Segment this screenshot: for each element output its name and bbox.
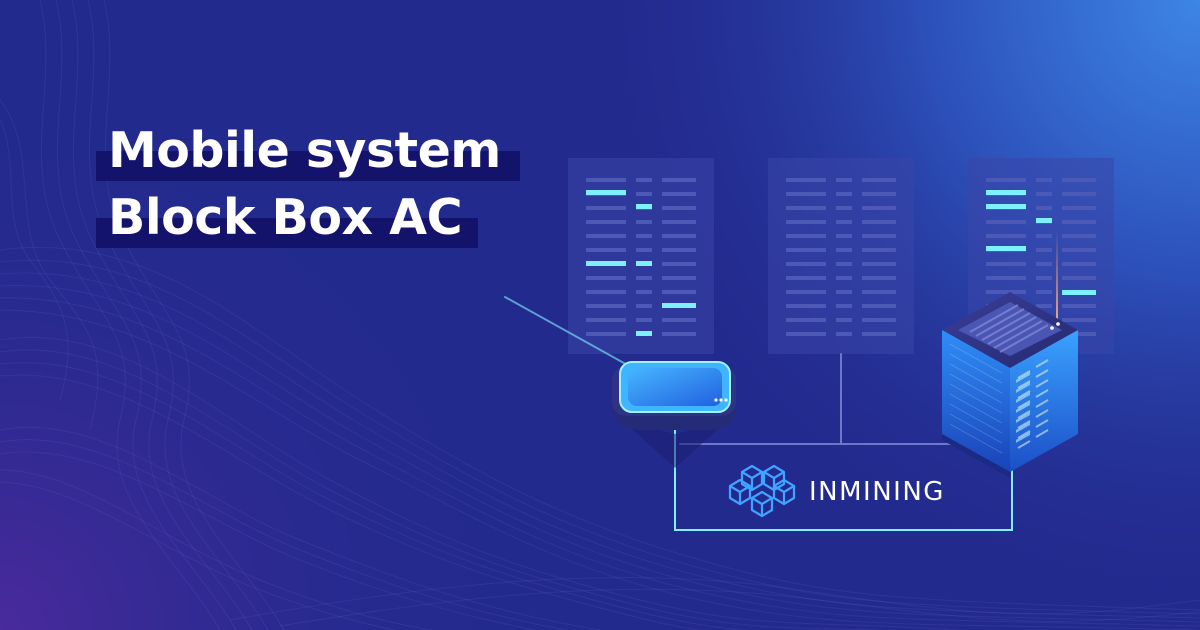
connector-lines <box>504 296 1013 531</box>
title-text-2: Block Box AC <box>108 189 463 246</box>
title-text-1: Mobile system <box>108 122 501 179</box>
data-panel-middle <box>768 158 914 354</box>
data-panel-left <box>568 158 714 354</box>
title-highlight <box>96 218 478 248</box>
title-line-2: Block Box AC <box>96 192 478 248</box>
server-rack <box>942 230 1078 478</box>
title-line-1: Mobile system <box>96 125 520 181</box>
brand-name: INMINING <box>809 477 945 507</box>
title-highlight <box>96 151 520 181</box>
router-device <box>612 361 736 468</box>
blocks-logo-icon <box>728 464 796 518</box>
